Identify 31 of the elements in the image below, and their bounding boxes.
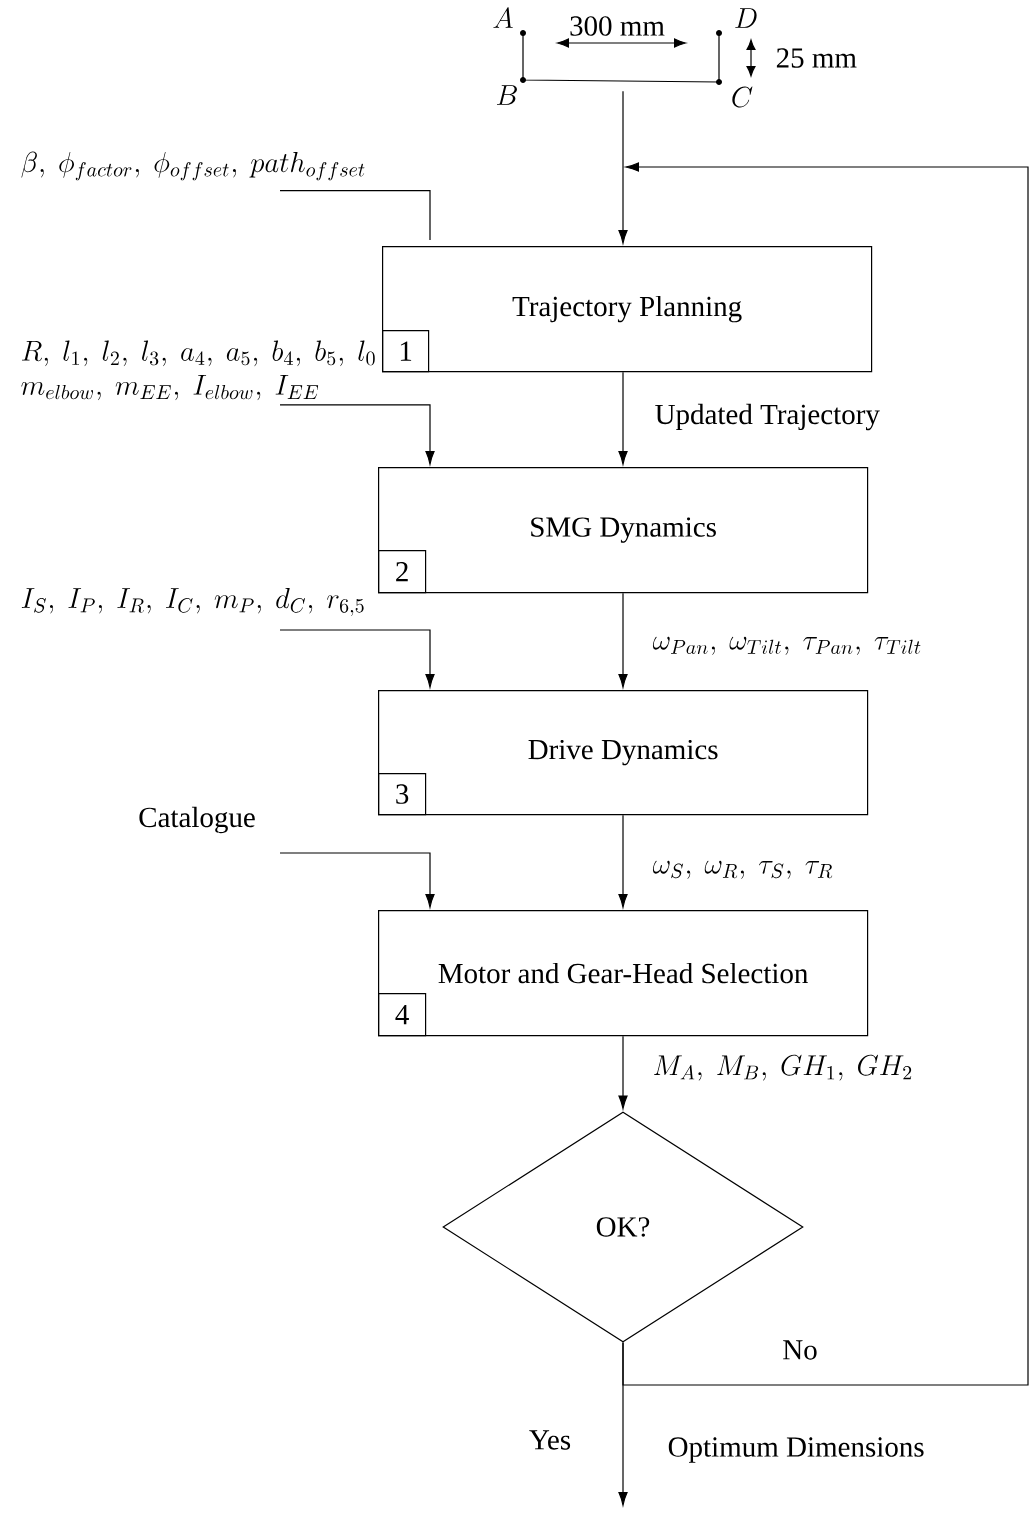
arrow: [618, 1035, 628, 1110]
point-label: $D$: [735, 8, 757, 28]
edge-label: Updated Trajectory: [655, 403, 880, 431]
point-label: $B$: [496, 85, 517, 105]
arrow: [279, 852, 435, 908]
number-box: 3: [378, 773, 427, 816]
input-text: Catalogue: [139, 806, 255, 834]
arrow: [618, 592, 628, 688]
input-text: $\beta,\ \phi_{factor},\ \phi_{offset},\ path_{offset}$: [21, 151, 365, 181]
number-box: 1: [382, 330, 430, 373]
number-box: 2: [378, 550, 427, 594]
edge-label: $\omega_S,\ \omega_R,\ \tau_S,\ \tau_R$: [652, 860, 833, 879]
input-text: $R,\ l_1,\ l_2,\ l_3,\ a_4,\ a_5,\ b_4,\ b_5,\ l_0$ $m_{elbow},\ m_{EE},\ I_{elbow},\ I_{EE}$: [21, 340, 375, 401]
arrow: [279, 404, 435, 465]
edge-label: Yes: [529, 1430, 571, 1450]
edge-label: $\omega_{Pan},\ \omega_{Tilt},\ \tau_{Pan},\ \tau_{Tilt}$: [652, 636, 921, 655]
arrow: [279, 629, 435, 688]
point-label: $A$: [493, 7, 513, 28]
arrow: [618, 371, 628, 465]
input-text: $I_S,\ I_P,\ I_R,\ I_C,\ m_P,\ d_C,\ r_{6,5}$: [21, 587, 364, 617]
dimension-label: 300 mm: [570, 16, 665, 36]
edge-label: No: [783, 1340, 817, 1360]
number-box: 4: [378, 993, 427, 1037]
output-label: Optimum Dimensions: [668, 1437, 924, 1463]
edge-label: $M_A,\ M_B,\ GH_1,\ GH_2$: [654, 1054, 912, 1081]
arrow: [618, 814, 628, 908]
dimension-label: 25 mm: [776, 48, 857, 68]
point-label: $C$: [732, 86, 753, 108]
arrow: [618, 90, 628, 244]
arrow: [618, 1342, 628, 1506]
arrow: [622, 162, 1029, 1386]
